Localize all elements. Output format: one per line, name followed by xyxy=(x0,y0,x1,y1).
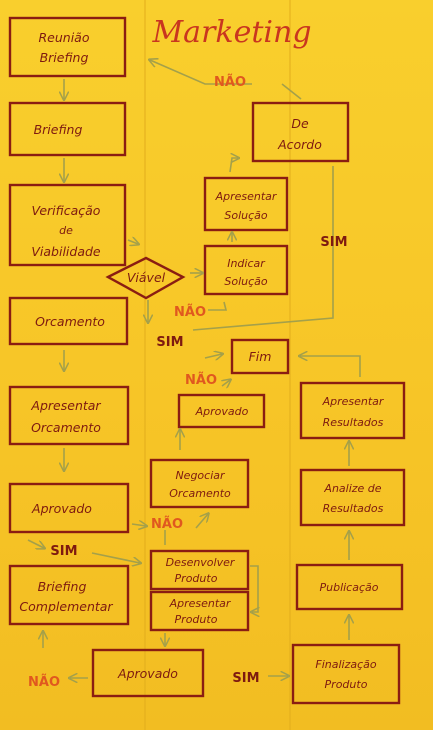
node-analize-resultados: Analize de Resultados xyxy=(299,468,406,527)
node-aprovado-2: Aprovado xyxy=(177,393,266,429)
svg-text:Reunião: Reunião xyxy=(38,30,89,45)
svg-text:Resultados: Resultados xyxy=(323,502,384,515)
node-aprovado-1: Aprovado xyxy=(8,482,130,534)
node-apresentar-solucao: Apresentar Solução xyxy=(203,176,289,232)
node-aprovado-3: Aprovado xyxy=(91,648,205,698)
node-fim: Fim xyxy=(230,338,290,375)
flag-nao-bottom: NÃO xyxy=(28,674,60,690)
flag-nao-viavel: NÃO xyxy=(174,304,206,320)
svg-text:Publicação: Publicação xyxy=(319,581,378,594)
svg-text:Viabilidade: Viabilidade xyxy=(31,244,101,259)
svg-text:Apresentar: Apresentar xyxy=(169,597,232,610)
flag-sim-bottom: SIM xyxy=(232,671,259,686)
node-viavel-decision: Viável xyxy=(105,256,186,300)
node-briefing: Briefing xyxy=(8,101,127,157)
svg-text:Aprovado: Aprovado xyxy=(31,501,92,516)
svg-text:Solução: Solução xyxy=(224,275,268,288)
svg-text:Produto: Produto xyxy=(175,572,218,585)
node-orcamento: Orcamento xyxy=(8,296,129,346)
svg-text:Solução: Solução xyxy=(224,209,268,222)
svg-text:Briefing: Briefing xyxy=(40,50,89,65)
node-apresentar-resultados: Apresentar Resultados xyxy=(299,381,406,440)
diagram-title: Marketing xyxy=(151,15,311,50)
svg-text:Resultados: Resultados xyxy=(323,416,384,429)
node-apresentar-orcamento: Apresentar Orcamento xyxy=(8,385,130,446)
svg-text:Analize de: Analize de xyxy=(323,482,381,495)
svg-text:Acordo: Acordo xyxy=(277,137,322,152)
flag-sim-right: SIM xyxy=(320,235,347,250)
svg-text:De: De xyxy=(291,116,309,131)
svg-text:Briefing: Briefing xyxy=(34,122,83,137)
svg-text:Orcamento: Orcamento xyxy=(35,314,105,329)
flag-nao-aprovado-1: NÃO xyxy=(151,516,183,532)
connector-arrows xyxy=(27,60,361,678)
svg-text:Produto: Produto xyxy=(175,613,218,626)
svg-text:Orcamento: Orcamento xyxy=(31,420,101,435)
svg-text:Indicar: Indicar xyxy=(227,257,266,270)
flag-sim-aprovado-1: SIM xyxy=(50,544,77,559)
svg-text:Viável: Viável xyxy=(127,270,166,285)
svg-text:Finalização: Finalização xyxy=(315,658,377,671)
svg-text:Fim: Fim xyxy=(249,349,272,364)
flag-nao-top: NÃO xyxy=(214,74,246,90)
node-verificacao-viabilidade: Verificação de Viabilidade xyxy=(8,183,127,267)
node-desenvolver-produto: Desenvolver Produto xyxy=(149,549,250,591)
svg-text:Negociar: Negociar xyxy=(175,469,226,482)
svg-text:Briefing: Briefing xyxy=(38,579,87,594)
node-reuniao-briefing: Reunião Briefing xyxy=(8,16,127,78)
svg-text:Apresentar: Apresentar xyxy=(322,395,385,408)
flag-nao-fim: NÃO xyxy=(185,372,217,388)
node-negociar-orcamento: Negociar Orcamento xyxy=(149,458,250,509)
node-briefing-complementar: Briefing Complementar xyxy=(8,564,130,626)
node-apresentar-produto: Apresentar Produto xyxy=(149,590,250,632)
svg-text:Produto: Produto xyxy=(325,678,368,691)
node-de-acordo: De Acordo xyxy=(251,101,350,163)
svg-text:Orcamento: Orcamento xyxy=(169,487,231,500)
svg-text:Complementar: Complementar xyxy=(19,599,113,614)
flag-sim-viavel: SIM xyxy=(156,335,183,350)
node-publicacao: Publicação xyxy=(295,563,404,611)
svg-text:Verificação: Verificação xyxy=(32,203,101,218)
svg-text:Aprovado: Aprovado xyxy=(117,666,178,681)
svg-text:de: de xyxy=(59,224,73,237)
svg-text:Aprovado: Aprovado xyxy=(195,405,249,418)
svg-text:Apresentar: Apresentar xyxy=(215,190,278,203)
node-finalizacao-produto: Finalização Produto xyxy=(291,643,401,705)
node-indicar-solucao: Indicar Solução xyxy=(203,244,289,296)
svg-text:Apresentar: Apresentar xyxy=(30,398,101,413)
svg-text:Desenvolver: Desenvolver xyxy=(166,556,236,569)
